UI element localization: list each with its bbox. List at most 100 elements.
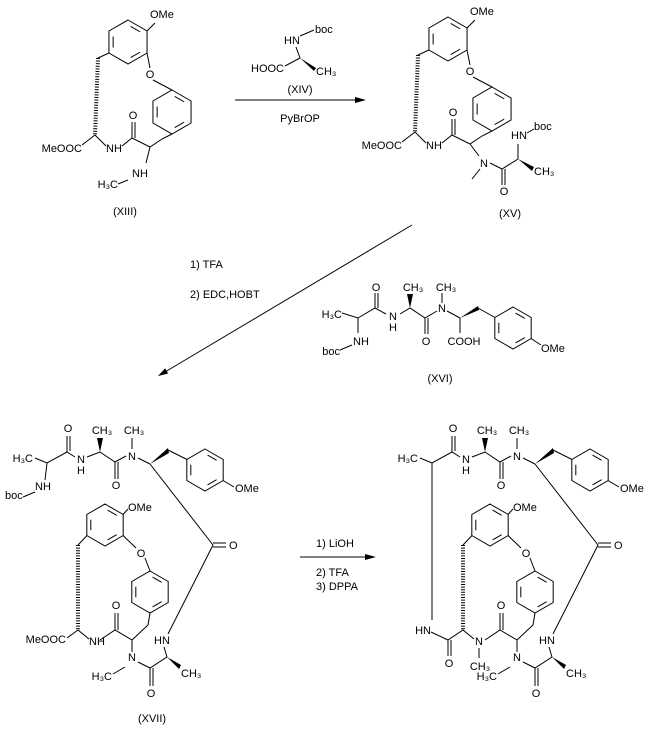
reagent-label: 2) EDC,HOBT <box>190 289 260 301</box>
atom-label: CH₃ <box>92 425 112 437</box>
double-bond <box>107 509 117 516</box>
atom-label: HN <box>415 625 431 637</box>
bond <box>22 462 90 640</box>
atom-label: OMe <box>235 483 259 495</box>
atom-label: O <box>522 548 531 560</box>
double-bond <box>494 118 505 126</box>
wedge-bond <box>460 306 479 318</box>
atom-label: CH₃ <box>470 661 490 673</box>
benzene-ring <box>571 448 609 492</box>
compound-label: (XIV) <box>287 84 312 96</box>
double-bond <box>107 534 117 541</box>
atom-label: CH₃ <box>509 425 529 437</box>
atom-label: O <box>146 69 155 81</box>
atom-label: N <box>77 454 85 466</box>
atom-label: CH₃ <box>403 282 423 294</box>
benzene-ring <box>472 86 512 132</box>
bond <box>430 463 480 658</box>
double-bond <box>130 51 141 59</box>
atom-label: H <box>462 465 470 477</box>
atom-label: O <box>129 110 138 122</box>
atom-label: COOH <box>448 336 481 348</box>
compound-xvi: H₃C O N H CH₃ O N CH₃ COOH NH boc OMe (X… <box>322 282 565 385</box>
benzene-ring <box>494 306 532 350</box>
atom-label: CH₃ <box>566 668 586 680</box>
bond <box>419 436 620 686</box>
double-bond <box>152 601 162 608</box>
atom-label: H₃C <box>322 309 342 321</box>
bond <box>81 22 173 185</box>
atom-label: HN <box>511 130 527 142</box>
atom-label: H₃C <box>13 453 33 465</box>
double-bond <box>207 454 217 461</box>
atom-label: O <box>137 548 146 560</box>
wedge-bond <box>97 438 103 452</box>
double-bond <box>537 576 547 583</box>
atom-label: CH₃ <box>534 166 554 178</box>
atom-label: HN <box>539 635 555 647</box>
atom-label: O <box>497 480 506 492</box>
atom-label: O <box>147 688 156 700</box>
bond <box>339 293 542 351</box>
atom-label: OMe <box>150 9 174 21</box>
atom-label: CH₃ <box>436 282 456 294</box>
hashed-bond <box>93 57 100 136</box>
double-bond <box>492 534 502 541</box>
bond <box>34 436 235 686</box>
reaction-arrow-2: 1) TFA 2) EDC,HOBT <box>158 224 413 376</box>
atom-label: OMe <box>541 343 565 355</box>
atom-label: HOOC <box>251 63 284 75</box>
wedge-bond <box>518 159 534 171</box>
atom-label: O <box>112 480 121 492</box>
atom-label: O <box>466 66 475 78</box>
reagent-label: 3) DPPA <box>316 581 359 593</box>
atom-label: O <box>449 107 458 119</box>
atom-label: O <box>449 423 458 435</box>
double-bond <box>537 601 547 608</box>
atom-label: OMe <box>470 6 494 18</box>
wedge-bond <box>482 438 488 452</box>
atom-label: N <box>389 311 397 323</box>
double-bond <box>592 479 602 486</box>
compound-label: (XV) <box>499 208 521 220</box>
atom-label: O <box>372 282 381 294</box>
double-bond <box>152 576 162 583</box>
atom-label: N <box>128 652 136 664</box>
atom-label: boc <box>534 121 552 133</box>
reagent-label: 1) LiOH <box>316 538 354 550</box>
atom-label: H <box>77 465 85 477</box>
atom-label: H₃C <box>398 453 418 465</box>
double-bond <box>450 22 461 30</box>
benzene-ring <box>516 570 554 614</box>
double-bond <box>592 454 602 461</box>
benzene-ring <box>471 503 509 547</box>
hashed-bond <box>413 54 420 133</box>
atom-label: O <box>445 658 454 670</box>
benzene-ring <box>86 503 124 547</box>
atom-label: CH₃ <box>477 425 497 437</box>
atom-label: CH₃ <box>124 425 144 437</box>
wedge-bond <box>167 657 181 669</box>
wedge-bond <box>407 294 413 308</box>
benzene-ring <box>186 448 224 492</box>
double-bond <box>130 25 141 33</box>
atom-label: N <box>475 636 483 648</box>
atom-label: CH₃ <box>181 668 201 680</box>
atom-label: NH <box>35 481 51 493</box>
atom-label: H <box>389 322 397 334</box>
atom-label: boc <box>322 346 340 358</box>
reagent-label: 2) TFA <box>316 567 349 579</box>
atom-label: H₃C <box>98 179 118 191</box>
atom-label: O <box>229 540 238 552</box>
atom-label: O <box>614 540 623 552</box>
atom-label: N <box>480 158 488 170</box>
atom-label: MeOOC <box>42 143 82 155</box>
atom-label: boc <box>5 490 23 502</box>
reagent-xiv: HN boc HOOC CH₃ (XIV) <box>251 24 336 96</box>
atom-label: H₃C <box>477 671 497 683</box>
benzene-ring <box>108 19 148 65</box>
arrow-head <box>365 554 376 560</box>
compound-label: (XVI) <box>427 373 452 385</box>
atom-label: boc <box>315 24 333 36</box>
atom-label: O <box>532 688 541 700</box>
